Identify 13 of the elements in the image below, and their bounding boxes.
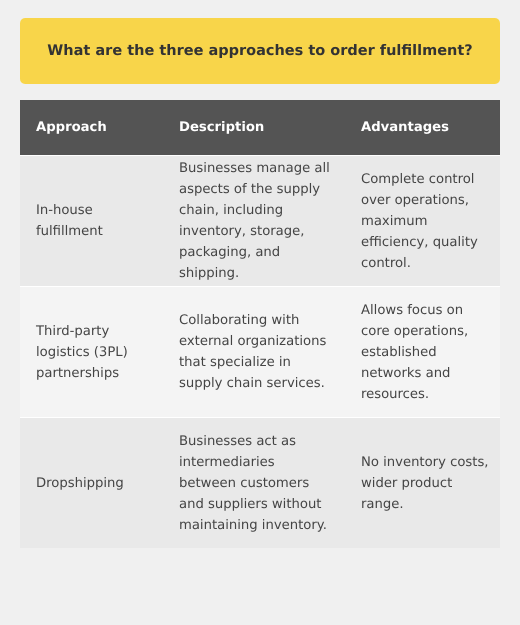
- table-cell: Third-party logistics (3PL) partnerships: [20, 286, 163, 417]
- header-cell: Approach: [20, 100, 163, 155]
- table-cell: Businesses manage all aspects of the supply chain, including inventory, storage, packaging, and shipping.: [163, 155, 345, 286]
- table-cell: Allows focus on core operations, established networks and resources.: [345, 286, 500, 417]
- header-cell: Description: [163, 100, 345, 155]
- table-cell: Businesses act as intermediaries between customers and suppliers without maintaining inventory.: [163, 417, 345, 548]
- table-cell: Dropshipping: [20, 417, 163, 548]
- title-banner: What are the three approaches to order fulfillment?: [20, 18, 500, 84]
- table-cell: No inventory costs, wider product range.: [345, 417, 500, 548]
- table-cell: Complete control over operations, maximum efficiency, quality control.: [345, 155, 500, 286]
- table-cell: Collaborating with external organizations that specialize in supply chain services.: [163, 286, 345, 417]
- header-cell: Advantages: [345, 100, 500, 155]
- table-cell: In-house fulfillment: [20, 155, 163, 286]
